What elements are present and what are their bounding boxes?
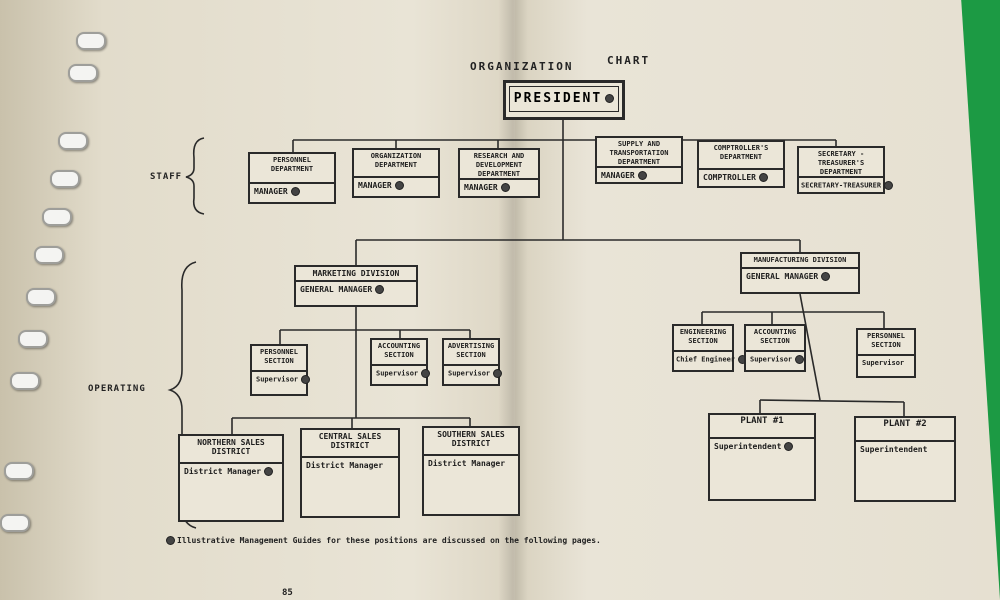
- division-head: GENERAL MANAGER: [300, 285, 373, 294]
- binding-coil: [42, 208, 72, 226]
- sales-district-southern: SOUTHERN SALES DISTRICT District Manager: [422, 426, 520, 516]
- binding-coil: [4, 462, 34, 480]
- footnote: Illustrative Management Guides for these…: [166, 536, 601, 545]
- plant-1-box: PLANT #1 Superintendent: [708, 413, 816, 501]
- staff-unit-secretary: SECRETARY - TREASURER'S DEPARTMENT SECRE…: [797, 146, 894, 194]
- footnote-mark-icon: [493, 369, 503, 378]
- footnote-mark-icon: [394, 181, 404, 190]
- staff-unit-supply: SUPPLY AND TRANSPORTATION DEPARTMENT MAN…: [595, 136, 683, 184]
- manufacturing-section-accounting: ACCOUNTING SECTION Supervisor: [744, 324, 806, 372]
- staff-unit-personnel: PERSONNEL DEPARTMENT MANAGER: [248, 152, 336, 204]
- unit-role: SECRETARY-TREASURER: [801, 181, 882, 190]
- division-title: MARKETING DIVISION: [296, 267, 416, 282]
- unit-role: MANAGER: [358, 181, 392, 190]
- staff-unit-organization: ORGANIZATION DEPARTMENT MANAGER: [352, 148, 440, 198]
- manufacturing-section-personnel: PERSONNEL SECTION Supervisor: [856, 328, 916, 378]
- chart-title-left: ORGANIZATION: [470, 60, 574, 73]
- section-title: ACCOUNTING SECTION: [372, 340, 426, 366]
- footnote-mark-icon: [884, 181, 894, 190]
- plant-role: Superintendent: [860, 445, 928, 454]
- footnote-text: Illustrative Management Guides for these…: [177, 536, 601, 545]
- unit-title: SUPPLY AND TRANSPORTATION DEPARTMENT: [597, 138, 681, 168]
- footnote-mark-icon: [264, 467, 274, 476]
- sales-district-central: CENTRAL SALES DISTRICT District Manager: [300, 428, 400, 518]
- staff-unit-research: RESEARCH AND DEVELOPMENT DEPARTMENT MANA…: [458, 148, 540, 198]
- plant-title: PLANT #1: [710, 415, 814, 439]
- division-title: MANUFACTURING DIVISION: [742, 254, 858, 269]
- binding-coil: [50, 170, 80, 188]
- sales-district-northern: NORTHERN SALES DISTRICT District Manager: [178, 434, 284, 522]
- section-title: ACCOUNTING SECTION: [746, 326, 804, 352]
- plant-title: PLANT #2: [856, 418, 954, 442]
- footnote-mark-icon: [795, 355, 805, 364]
- section-title: ADVERTISING SECTION: [444, 340, 498, 366]
- unit-role: MANAGER: [601, 171, 635, 180]
- binding-coil: [10, 372, 40, 390]
- section-role: Supervisor: [376, 369, 419, 378]
- marketing-section-advertising: ADVERTISING SECTION Supervisor: [442, 338, 503, 386]
- manufacturing-section-engineering: ENGINEERING SECTION Chief Engineer: [672, 324, 748, 372]
- plant-role: Superintendent: [714, 442, 782, 451]
- section-role: Chief Engineer: [676, 355, 736, 364]
- manufacturing-division-box: MANUFACTURING DIVISION GENERAL MANAGER: [740, 252, 860, 294]
- staff-unit-comptroller: COMPTROLLER'S DEPARTMENT COMPTROLLER: [697, 140, 785, 188]
- unit-title: RESEARCH AND DEVELOPMENT DEPARTMENT: [460, 150, 538, 180]
- binding-coil: [76, 32, 106, 50]
- binding-coil: [58, 132, 88, 150]
- staff-label: STAFF: [150, 172, 183, 182]
- unit-title: COMPTROLLER'S DEPARTMENT: [699, 142, 783, 170]
- unit-title: PERSONNEL DEPARTMENT: [250, 154, 334, 184]
- page-number: 85: [282, 588, 293, 598]
- president-label: PRESIDENT: [513, 91, 603, 106]
- footnote-mark-icon: [166, 536, 175, 545]
- unit-role: MANAGER: [464, 183, 498, 192]
- division-head: GENERAL MANAGER: [746, 272, 819, 281]
- district-role: District Manager: [306, 461, 384, 470]
- section-role: Supervisor: [862, 359, 905, 367]
- chart-title-right: CHART: [607, 54, 651, 67]
- district-title: SOUTHERN SALES DISTRICT: [424, 428, 518, 456]
- footnote-mark-icon: [784, 442, 794, 451]
- binding-coil: [68, 64, 98, 82]
- operating-label: OPERATING: [88, 384, 146, 394]
- footnote-mark-icon: [421, 369, 431, 378]
- footnote-mark-icon: [301, 375, 311, 384]
- section-role: Supervisor: [256, 375, 299, 384]
- footnote-mark-icon: [605, 94, 615, 103]
- unit-title: SECRETARY - TREASURER'S DEPARTMENT: [799, 148, 883, 178]
- unit-role: MANAGER: [254, 187, 288, 196]
- footnote-mark-icon: [290, 187, 300, 196]
- district-role: District Manager: [428, 459, 506, 468]
- footnote-mark-icon: [500, 183, 510, 192]
- district-role: District Manager: [184, 467, 262, 476]
- unit-role: COMPTROLLER: [703, 173, 756, 182]
- binding-coil: [34, 246, 64, 264]
- district-title: NORTHERN SALES DISTRICT: [180, 436, 282, 464]
- section-title: ENGINEERING SECTION: [674, 326, 732, 352]
- section-role: Supervisor: [750, 355, 793, 364]
- marketing-division-box: MARKETING DIVISION GENERAL MANAGER: [294, 265, 418, 307]
- district-title: CENTRAL SALES DISTRICT: [302, 430, 398, 458]
- marketing-section-accounting: ACCOUNTING SECTION Supervisor: [370, 338, 431, 386]
- section-title: PERSONNEL SECTION: [858, 330, 914, 356]
- footnote-mark-icon: [821, 272, 831, 281]
- footnote-mark-icon: [637, 171, 647, 180]
- plant-2-box: PLANT #2 Superintendent: [854, 416, 956, 502]
- footnote-mark-icon: [758, 173, 768, 182]
- president-box: PRESIDENT: [503, 80, 625, 120]
- unit-title: ORGANIZATION DEPARTMENT: [354, 150, 438, 178]
- section-title: PERSONNEL SECTION: [252, 346, 306, 372]
- binding-coil: [18, 330, 48, 348]
- binding-coil: [26, 288, 56, 306]
- section-role: Supervisor: [448, 369, 491, 378]
- footnote-mark-icon: [375, 285, 385, 294]
- marketing-section-personnel: PERSONNEL SECTION Supervisor: [250, 344, 311, 396]
- binding-coil: [0, 514, 30, 532]
